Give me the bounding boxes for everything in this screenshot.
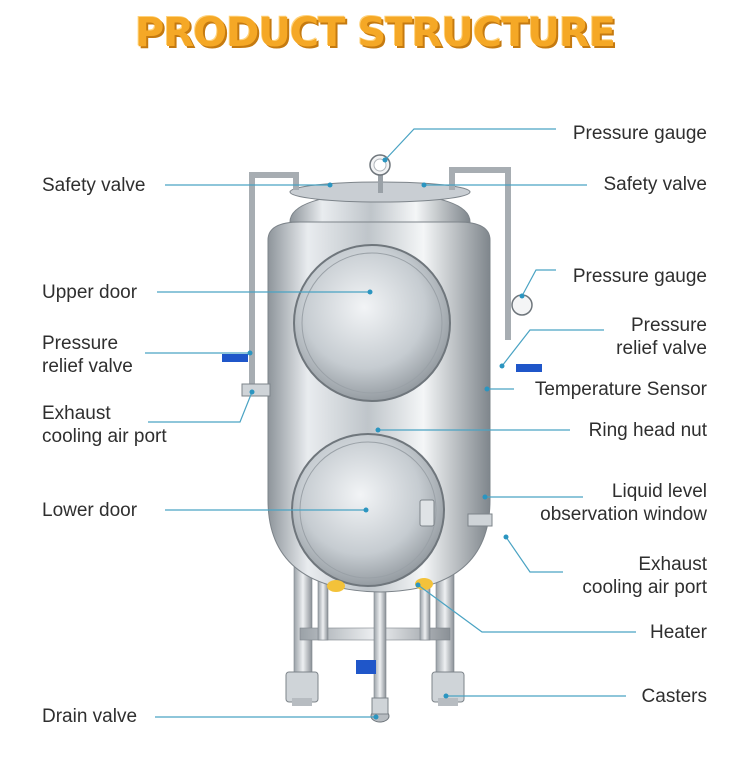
label-line: cooling air port [582,577,707,598]
page-title: PRODUCT STRUCTURE [135,10,616,56]
support-frame [293,559,455,681]
label-line: relief valve [42,356,133,377]
label-ring-head-nut: Ring head nut [588,420,707,441]
drain-pipe [356,569,390,723]
label-upper-door: Upper door [42,282,138,303]
label-temperature-sensor: Temperature Sensor [534,379,707,400]
casters-illustration [285,671,465,706]
label-line: relief valve [616,338,707,359]
label-liquid-level: Liquid level observation window [540,480,707,526]
label-drain-valve: Drain valve [42,706,138,727]
label-casters: Casters [641,686,707,707]
label-pressure-gauge-top: Pressure gauge [572,123,707,144]
label-lower-door: Lower door [42,500,138,521]
label-line: Liquid level [611,481,707,502]
side-pipes [222,167,542,527]
label-line: Pressure [630,315,707,336]
label-pressure-relief-right: Pressure relief valve [616,314,707,360]
label-line: observation window [540,504,707,525]
label-line: Exhaust [42,403,111,424]
leader-lines [145,128,636,720]
label-pressure-gauge-side: Pressure gauge [572,266,707,287]
label-line: cooling air port [42,426,167,447]
label-exhaust-right: Exhaust cooling air port [582,553,707,599]
label-pressure-relief-left: Pressure relief valve [42,332,133,378]
label-safety-valve-left: Safety valve [42,175,146,196]
label-exhaust-left: Exhaust cooling air port [42,402,167,448]
upper-door-illustration [293,244,451,402]
label-safety-valve-right: Safety valve [603,174,708,195]
label-heater: Heater [649,622,707,643]
label-line: Exhaust [638,554,707,575]
label-line: Pressure [42,333,119,354]
